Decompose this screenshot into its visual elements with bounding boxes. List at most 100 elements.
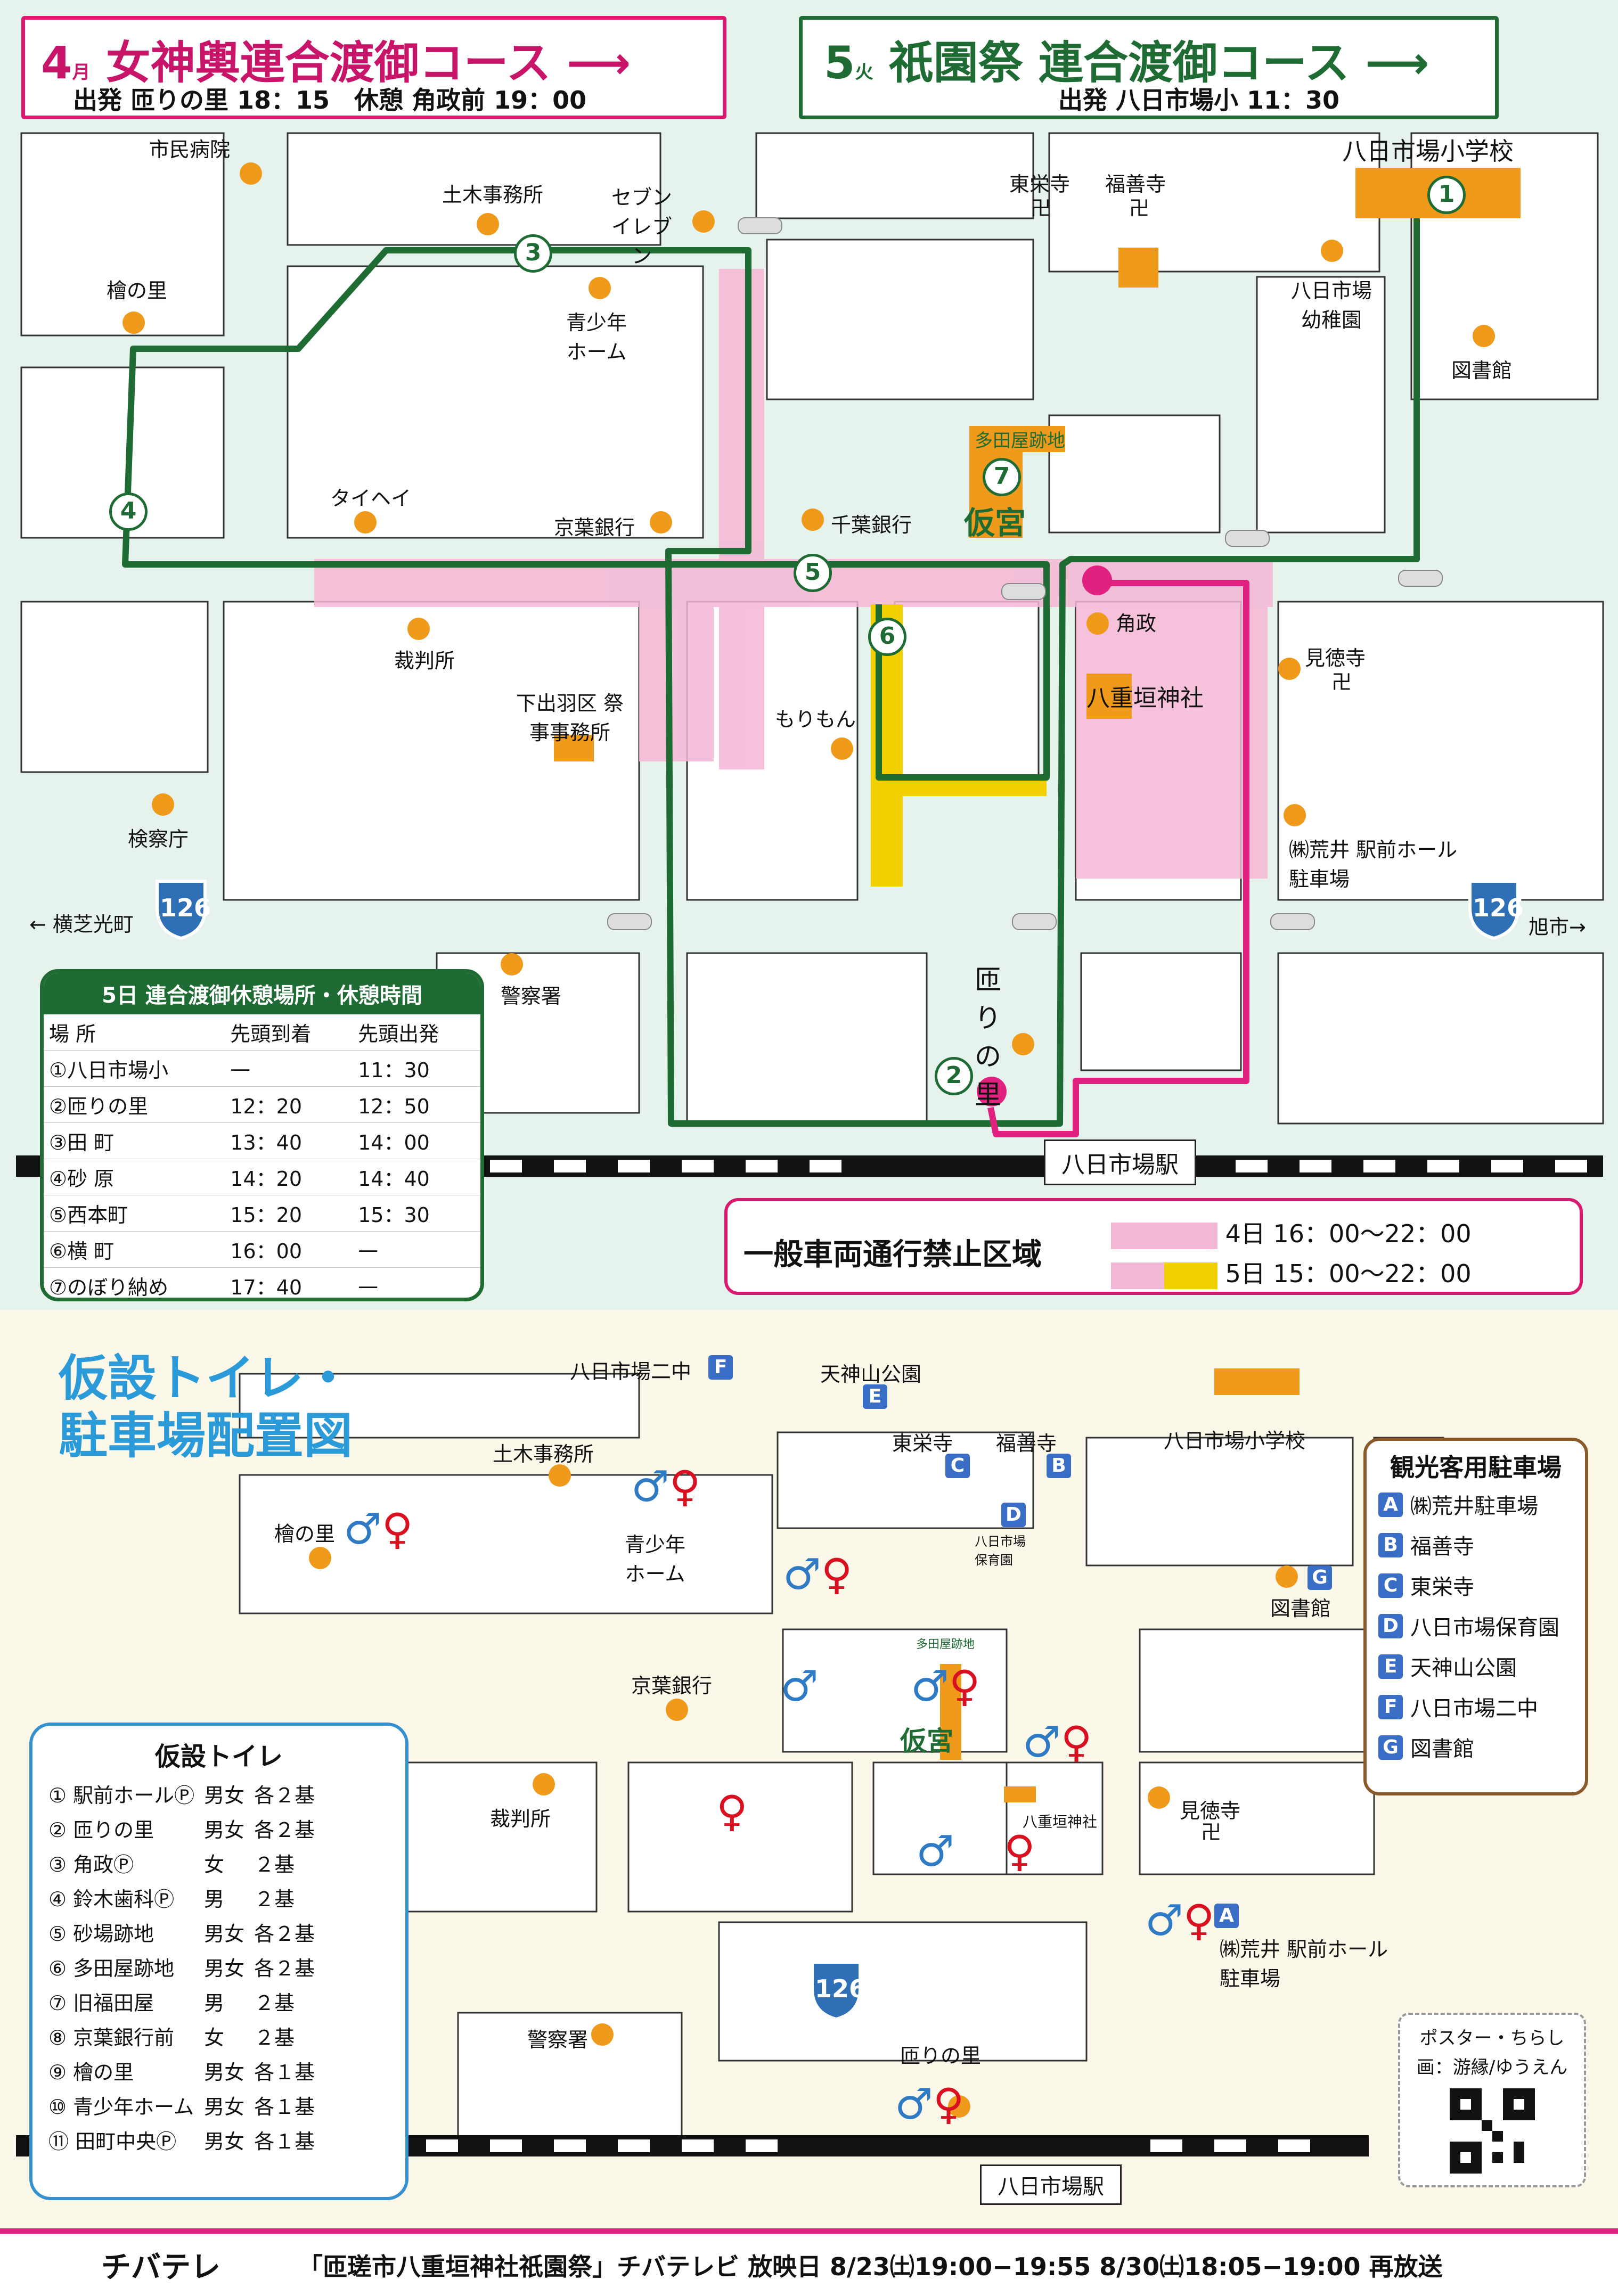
parking-letter: B xyxy=(1378,1533,1403,1557)
toilet-icon: ♂♀ xyxy=(344,1504,413,1554)
rest-table-title: 5日 連合渡御休憩場所・休憩時間 xyxy=(44,973,480,1014)
day4-rest-place: 角政前 xyxy=(412,86,486,114)
arrow-right-icon: ⟶ xyxy=(566,37,631,89)
day4-title: 女神輿連合渡御コース xyxy=(105,37,551,89)
block xyxy=(1085,1437,1354,1567)
bottom-title-line2: 駐車場配置図 xyxy=(59,1407,353,1464)
block xyxy=(627,1761,853,1913)
place-dot xyxy=(533,1773,555,1795)
toilet-place: ⑥ 多田屋跡地 xyxy=(48,1957,175,1980)
parking-name: 東栄寺 xyxy=(1410,1575,1474,1600)
yaegaki-shrine-building xyxy=(1086,674,1132,719)
place-dot xyxy=(122,311,145,334)
toilet-icon: ♂ xyxy=(780,1661,819,1711)
block xyxy=(1139,1628,1375,1753)
place-dot xyxy=(589,277,611,299)
place-label: 檜の里 xyxy=(274,1522,336,1546)
qr-code-icon xyxy=(1449,2088,1535,2174)
parking-letter: C xyxy=(1378,1573,1403,1598)
parking-title: 観光客用駐車場 xyxy=(1390,1453,1562,1482)
toilet-gender: 男女 xyxy=(204,1922,245,1946)
traffic-signal-icon xyxy=(738,217,782,234)
toilet-place: ② 匝りの里 xyxy=(48,1818,154,1842)
poster-credit-line2: 画：游縁/ゆうえん xyxy=(1416,2057,1568,2078)
place-label: 千葉銀行 xyxy=(831,513,912,537)
place-dot xyxy=(802,509,824,531)
place-label: 見徳寺 xyxy=(1305,646,1366,670)
place-dot xyxy=(477,213,499,235)
toilet-count: 各２基 xyxy=(254,1818,315,1842)
place-label: 青少年 ホーム xyxy=(624,1533,685,1586)
place-dot xyxy=(1012,1033,1034,1055)
toilet-table-title: 仮設トイレ xyxy=(154,1742,283,1772)
kindergarten-building xyxy=(1118,248,1158,288)
place-label: 八日市場 保育園 xyxy=(975,1534,1026,1568)
station-label: 八日市場駅 xyxy=(980,2164,1122,2205)
place-dot xyxy=(407,618,430,640)
block xyxy=(239,1373,640,1439)
toilet-place: ⑦ 旧福田屋 xyxy=(48,1991,154,2015)
place-label: 仮宮 xyxy=(900,1726,953,1757)
rest-place: ①八日市場小 xyxy=(44,1050,225,1087)
place-dot xyxy=(240,162,262,185)
place-dot xyxy=(1284,804,1306,826)
parking-name: 図書館 xyxy=(1410,1737,1474,1761)
route-point-5: 5 xyxy=(794,554,832,592)
place-label: 図書館 xyxy=(1270,1597,1331,1620)
place-dot xyxy=(650,511,672,534)
table-row: ①八日市場小—11：30 xyxy=(44,1050,480,1087)
toilet-gender: 男 xyxy=(204,1991,225,2015)
place-label: 檜の里 xyxy=(107,279,168,302)
place-dot xyxy=(501,953,523,975)
poster-credit-line1: ポスター・ちらし xyxy=(1419,2028,1565,2049)
day4-start-label: 出発 xyxy=(73,86,122,114)
restriction-day4: 4日 16：00〜22：00 xyxy=(1225,1219,1472,1248)
block xyxy=(777,1431,1034,1529)
place-label: 東栄寺 xyxy=(1009,173,1071,196)
place-dot xyxy=(354,511,377,534)
rest-arrive: 16：00 xyxy=(225,1231,353,1268)
parking-letter: A xyxy=(1378,1493,1403,1517)
route-point-7: 7 xyxy=(983,458,1021,496)
parking-name: ㈱荒井駐車場 xyxy=(1410,1494,1538,1519)
place-label: 東栄寺 xyxy=(892,1432,953,1455)
rest-arrive: 12：20 xyxy=(225,1086,353,1123)
yellow-swatch xyxy=(1111,1262,1217,1289)
block xyxy=(20,132,225,337)
toilet-count: ２基 xyxy=(254,1888,295,1911)
toilet-count: 各２基 xyxy=(254,1957,315,1980)
place-label: 土木事務所 xyxy=(442,183,544,207)
toilet-count: 各２基 xyxy=(254,1784,315,1807)
traffic-signal-icon xyxy=(1270,913,1315,930)
day4-weekday: 月 xyxy=(72,62,91,83)
toilet-gender: 男女 xyxy=(204,1957,245,1980)
place-label: 匝りの里 xyxy=(900,2044,982,2068)
temple-icon: 卍 xyxy=(1201,1821,1222,1844)
place-label: 天神山公園 xyxy=(820,1363,922,1386)
day4-rest-time: 19：00 xyxy=(494,86,587,114)
block xyxy=(1139,1761,1375,1875)
day4-route xyxy=(987,577,1249,1137)
route-number: 126 xyxy=(815,1974,867,2003)
rest-place: ④砂 原 xyxy=(44,1159,225,1195)
parking-letter: E xyxy=(1378,1654,1403,1679)
place-label: 下出羽区 祭事事務所 xyxy=(516,692,624,744)
restricted-zone xyxy=(639,607,714,761)
block xyxy=(686,952,928,1125)
rest-depart: 15：30 xyxy=(353,1195,480,1232)
arrow-right-icon: ⟶ xyxy=(1365,37,1429,89)
toilet-count: 各１基 xyxy=(254,2130,315,2153)
route-point-1: 1 xyxy=(1427,176,1466,214)
route-126-icon xyxy=(1468,880,1519,940)
temple-icon: 卍 xyxy=(1129,196,1150,220)
place-dot xyxy=(666,1699,688,1721)
